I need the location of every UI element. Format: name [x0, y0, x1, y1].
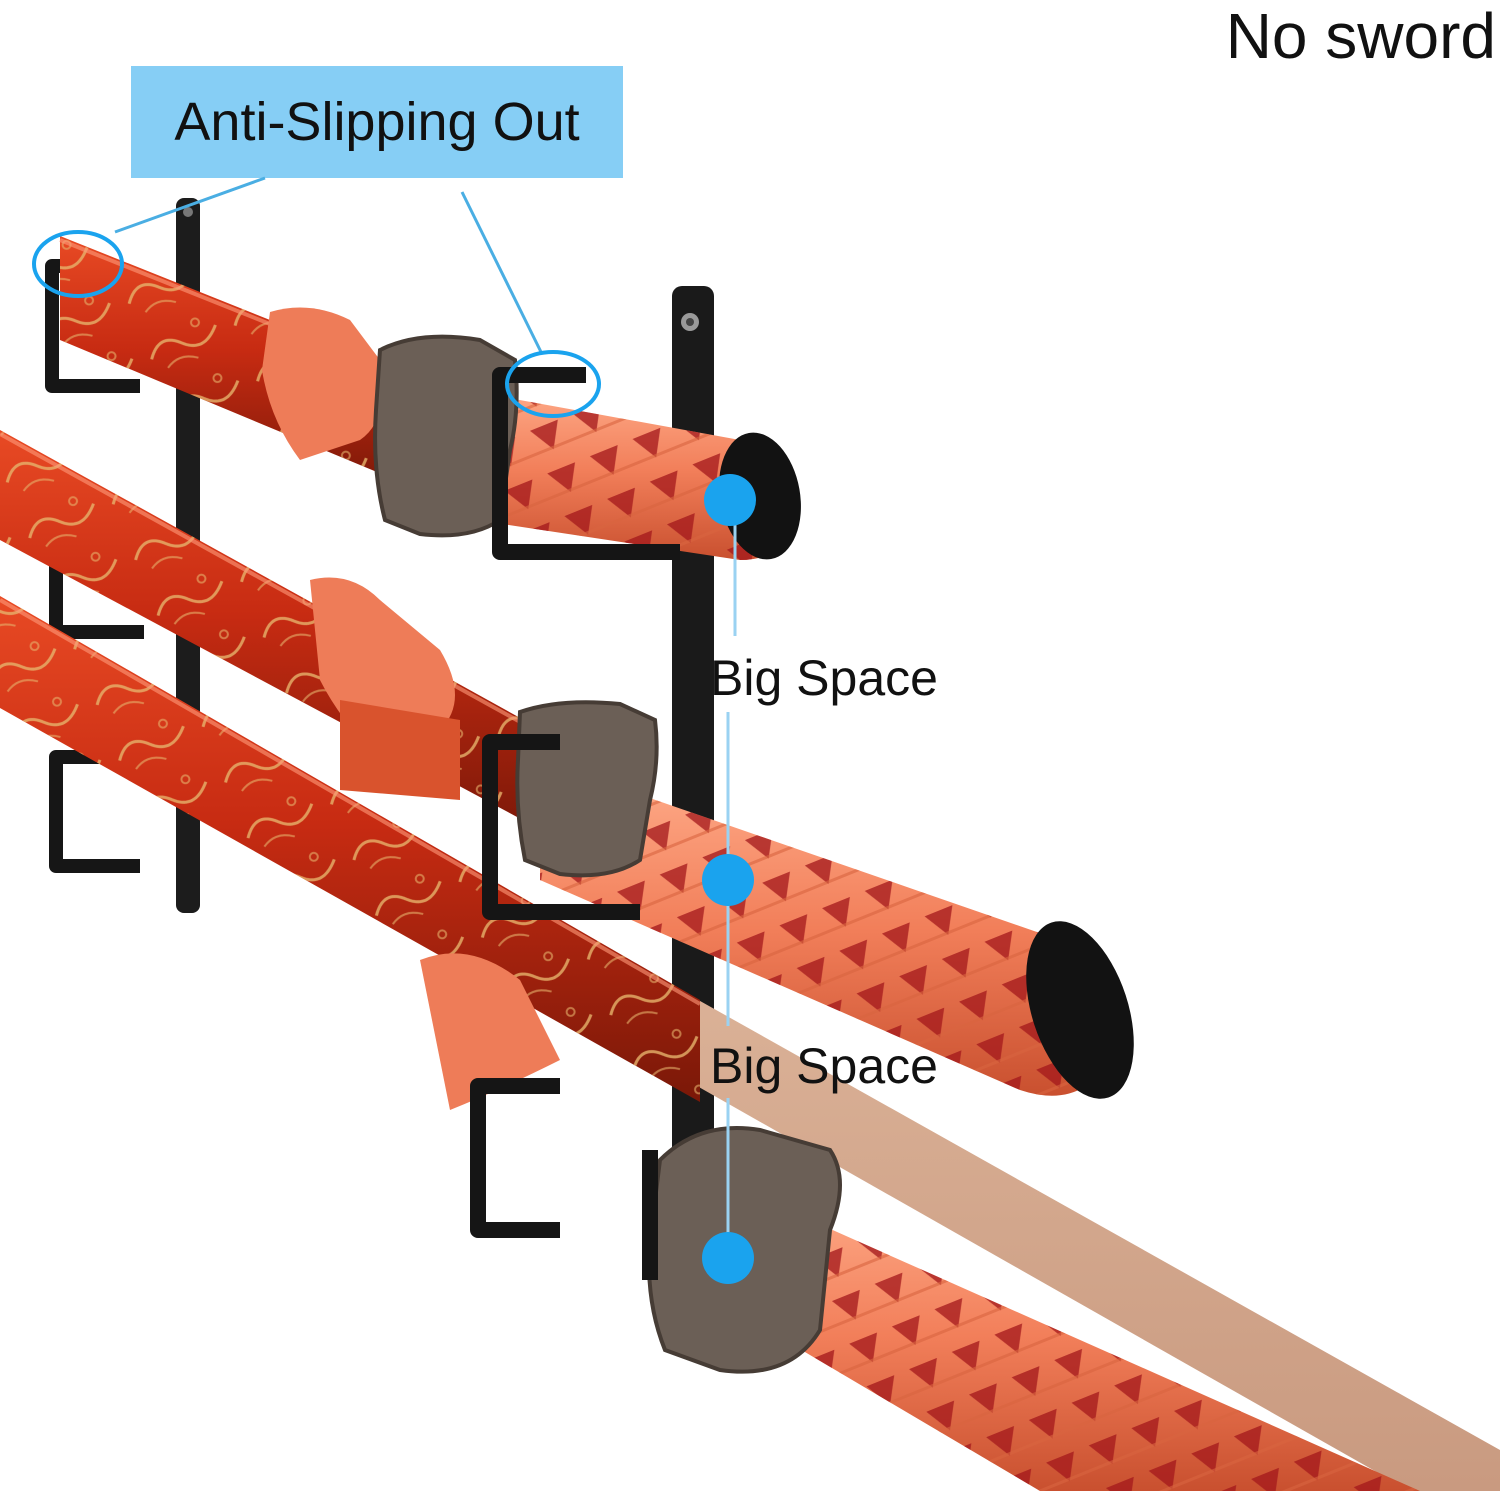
kashira-top: [719, 432, 801, 560]
big-space-label-upper: Big Space: [710, 650, 938, 706]
highlight-circle-right: [505, 350, 601, 418]
left-bracket-bottom: [49, 750, 140, 873]
marker-dot-middle: [702, 854, 754, 906]
highlight-circle-left: [32, 230, 124, 298]
kashira-middle: [1026, 921, 1134, 1099]
right-bracket-bottom: [470, 1078, 658, 1280]
callout-leader-lines: [114, 176, 544, 355]
tsuba-middle: [515, 700, 659, 878]
sword-bottom: [0, 596, 1500, 1491]
marker-dot-bottom: [702, 1232, 754, 1284]
marker-dot-top: [704, 474, 756, 526]
spacing-indicator: [702, 474, 756, 1284]
right-bracket-middle: [482, 734, 640, 920]
big-space-label-lower: Big Space: [710, 1038, 938, 1094]
anti-slipping-label: Anti-Slipping Out: [174, 92, 580, 152]
right-bracket-top: [492, 367, 680, 560]
callout-box-fill: [131, 66, 623, 178]
sword-middle: [0, 430, 1134, 1099]
anti-slipping-callout: Anti-Slipping Out: [131, 66, 623, 178]
no-sword-label: No sword: [1225, 0, 1496, 72]
